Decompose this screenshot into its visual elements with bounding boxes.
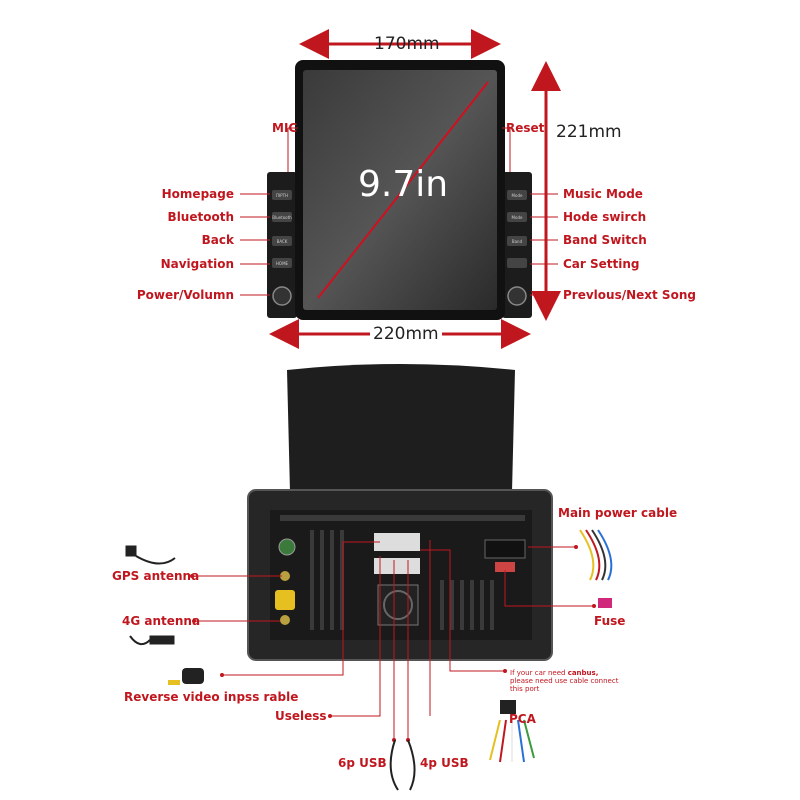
label-4p-usb: 4p USB: [420, 756, 469, 770]
canbus-note-prefix: If your car need: [510, 669, 568, 677]
4g-antenna-illustration: [129, 635, 175, 646]
label-pca: PCA: [509, 712, 536, 726]
label-bluetooth: Bluetooth: [167, 210, 234, 224]
right-button-text: Band: [512, 239, 523, 244]
label-gps-antenna: GPS antenna: [112, 569, 200, 583]
left-button-text: HOME: [276, 261, 289, 266]
right-button-text: Mode: [512, 215, 523, 220]
label-band-switch: Band Switch: [563, 233, 647, 247]
rear-screen: [287, 364, 515, 492]
label-navigation: Navigation: [160, 257, 234, 271]
usb-cables-illustration: [389, 739, 416, 791]
bottom-width-dimension-label: 220mm: [370, 324, 442, 344]
pca-cable-illustration: [489, 700, 535, 763]
left-button-text: Bluetooth: [272, 215, 292, 220]
label-reset: Reset: [506, 121, 545, 135]
rear-view: [247, 364, 553, 661]
label-4g-antenna: 4G antenna: [122, 614, 201, 628]
screen-display: [303, 70, 497, 310]
gps-port: [278, 538, 296, 556]
label-car-setting: Car Setting: [563, 257, 640, 271]
label-power-volume: Power/Volumn: [136, 288, 234, 302]
label-homepage: Homepage: [161, 187, 234, 201]
left-button-text: BACK: [277, 239, 288, 244]
right-button-text: Mode: [512, 193, 523, 198]
label-reverse-video: Reverse video inpss rable: [124, 690, 299, 704]
reverse-camera-illustration: [168, 668, 204, 685]
screen-size-label: 9.7in: [358, 164, 449, 205]
label-previous-next-song: Prevlous/Next Song: [563, 288, 696, 302]
canbus-note-rest: please need use cable connect this port: [510, 677, 619, 693]
label-back: Back: [201, 233, 234, 247]
fuse-slot: [495, 562, 515, 572]
height-dimension-label: 221mm: [556, 122, 622, 142]
canbus-note: If your car need canbus, please need use…: [510, 669, 620, 693]
power-plug: [484, 539, 526, 559]
plug-block-b: [374, 558, 420, 574]
canbus-note-bold: canbus,: [567, 669, 599, 677]
plug-block-a: [374, 533, 420, 551]
front-view: [267, 60, 532, 320]
song-knob: [507, 286, 527, 306]
label-music-mode: Music Mode: [563, 187, 643, 201]
label-useless: Useless: [275, 709, 327, 723]
label-mode-switch: Hode swirch: [563, 210, 647, 224]
gps-antenna-illustration: [125, 545, 176, 565]
fuse-illustration: [598, 598, 612, 608]
volume-knob: [272, 286, 292, 306]
label-mic: MIC: [272, 121, 298, 135]
width-dimension-label: 170mm: [374, 34, 440, 54]
antenna-port: [280, 571, 290, 581]
label-main-power-cable: Main power cable: [558, 506, 678, 520]
label-fuse: Fuse: [594, 614, 626, 628]
4g-port: [280, 615, 290, 625]
warning-sticker: [275, 590, 295, 610]
main-power-cable-illustration: [579, 529, 613, 581]
label-6p-usb: 6p USB: [338, 756, 387, 770]
screen-diagonal: [317, 81, 489, 299]
left-button-text: ΠΙΡΤΗ: [276, 193, 288, 198]
